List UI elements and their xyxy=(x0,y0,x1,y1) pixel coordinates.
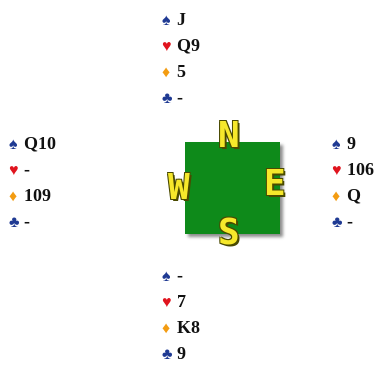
east-hearts-cards: 106 xyxy=(347,159,374,179)
north-diamonds-cards: 5 xyxy=(177,61,186,81)
north-spades-row: ♠J xyxy=(162,6,200,32)
west-clubs-cards: - xyxy=(24,211,30,231)
diamond-icon: ♦ xyxy=(9,188,18,205)
north-diamonds-row: ♦5 xyxy=(162,58,200,84)
west-diamonds-row: ♦ 109 xyxy=(9,182,56,208)
south-clubs-cards: 9 xyxy=(177,343,186,363)
club-icon: ♣ xyxy=(162,90,173,107)
south-spades-cards: - xyxy=(177,265,183,285)
compass-west-label: W xyxy=(168,167,190,208)
south-diamonds-row: ♦ K8 xyxy=(162,314,200,340)
north-hearts-row: ♥ Q9 xyxy=(162,32,200,58)
compass-south-label: S xyxy=(218,212,240,253)
south-hearts-cards: 7 xyxy=(177,291,186,311)
west-hearts-row: ♥- xyxy=(9,156,56,182)
compass-table xyxy=(185,142,280,234)
south-hearts-row: ♥7 xyxy=(162,288,200,314)
east-diamonds-row: ♦Q xyxy=(332,182,374,208)
north-spades-cards: J xyxy=(177,9,186,29)
south-diamonds-cards: K8 xyxy=(177,317,201,337)
heart-icon: ♥ xyxy=(332,162,342,179)
east-spades-cards: 9 xyxy=(347,133,356,153)
diamond-icon: ♦ xyxy=(162,320,171,337)
east-clubs-cards: - xyxy=(347,211,353,231)
spade-icon: ♠ xyxy=(162,268,171,285)
compass-east-label: E xyxy=(264,163,286,204)
compass-north-label: N xyxy=(218,115,240,156)
diamond-icon: ♦ xyxy=(332,188,341,205)
south-clubs-row: ♣9 xyxy=(162,340,200,366)
west-hand: ♠Q10 ♥- ♦109 ♣- xyxy=(9,130,56,234)
south-hand: ♠- ♥7 ♦K8 ♣9 xyxy=(162,262,200,366)
east-spades-row: ♠9 xyxy=(332,130,374,156)
north-hearts-cards: Q9 xyxy=(177,35,201,55)
west-spades-cards: Q10 xyxy=(24,133,57,153)
east-hand: ♠9 ♥106 ♦Q ♣- xyxy=(332,130,374,234)
east-hearts-row: ♥ 106 xyxy=(332,156,374,182)
west-clubs-row: ♣- xyxy=(9,208,56,234)
club-icon: ♣ xyxy=(162,346,173,363)
west-spades-row: ♠ Q10 xyxy=(9,130,56,156)
club-icon: ♣ xyxy=(9,214,20,231)
west-diamonds-cards: 109 xyxy=(24,185,51,205)
south-spades-row: ♠- xyxy=(162,262,200,288)
north-clubs-row: ♣- xyxy=(162,84,200,110)
spade-icon: ♠ xyxy=(332,136,341,153)
heart-icon: ♥ xyxy=(162,38,172,55)
east-diamonds-cards: Q xyxy=(347,185,362,205)
east-clubs-row: ♣- xyxy=(332,208,374,234)
diamond-icon: ♦ xyxy=(162,64,171,81)
club-icon: ♣ xyxy=(332,214,343,231)
spade-icon: ♠ xyxy=(9,136,18,153)
spade-icon: ♠ xyxy=(162,12,171,29)
north-hand: ♠J ♥Q9 ♦5 ♣- xyxy=(162,6,200,110)
north-clubs-cards: - xyxy=(177,87,183,107)
heart-icon: ♥ xyxy=(162,294,172,311)
west-hearts-cards: - xyxy=(24,159,30,179)
heart-icon: ♥ xyxy=(9,162,19,179)
